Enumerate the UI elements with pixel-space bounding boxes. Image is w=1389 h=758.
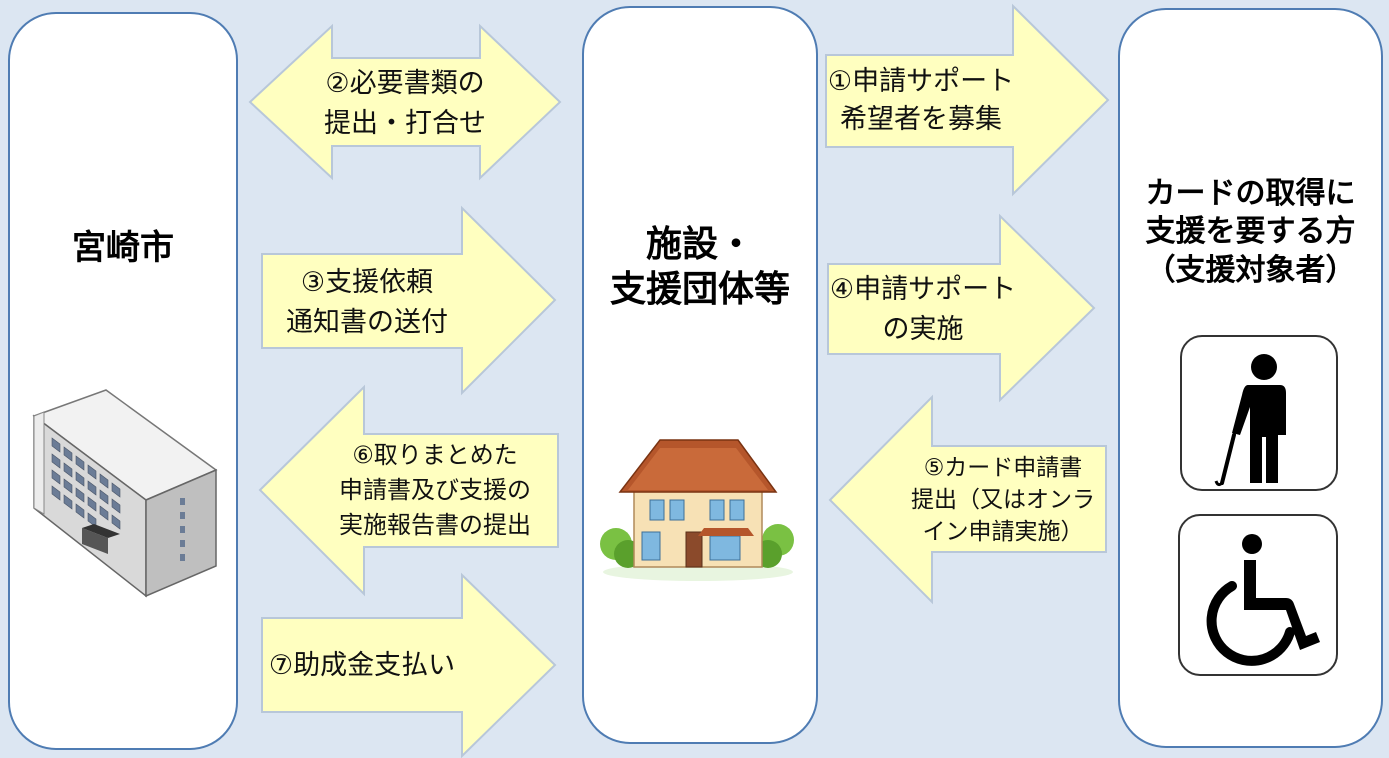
lane-facility-support-groups	[582, 6, 818, 744]
arrow-1-label-line: 希望者を募集	[840, 104, 1002, 135]
arrow-6-label: ⑥取りまとめた 申請書及び支援の 実施報告書の提出	[312, 438, 558, 543]
elderly-person-box	[1180, 335, 1338, 491]
arrow-4-right	[827, 213, 1096, 403]
arrow-1-label: ①申請サポート 希望者を募集	[826, 63, 1016, 139]
arrow-4-label: ④申請サポート の実施	[828, 270, 1018, 350]
arrow-1-right	[825, 3, 1110, 197]
arrow-6-label-line: ⑥取りまとめた	[352, 441, 518, 469]
arrow-2-label-line: ②必要書類の	[325, 68, 485, 99]
arrow-6-label-line: 申請書及び支援の	[339, 476, 531, 504]
lane-miyazaki-city	[8, 12, 238, 750]
arrow-5-label-line: イン申請実施）	[922, 519, 1084, 545]
arrow-4-label-line: の実施	[882, 314, 964, 345]
target-title-line: 支援を要する方	[1145, 214, 1356, 250]
wheelchair-box	[1178, 514, 1338, 676]
house-icon	[600, 439, 794, 581]
arrow-5-left	[828, 394, 1107, 605]
target-title-line: （支援対象者）	[1145, 252, 1356, 288]
elderly-person-with-cane-icon	[1214, 354, 1286, 487]
arrow-7-right	[261, 572, 557, 758]
arrow-3-right	[261, 205, 557, 396]
arrow-6-label-line: 実施報告書の提出	[339, 511, 531, 539]
office-building-icon	[32, 389, 218, 598]
arrow-2-double	[248, 23, 562, 181]
arrow-4-label-line: ④申請サポート	[829, 274, 1017, 305]
wheelchair-accessibility-icon	[1206, 534, 1320, 666]
arrow-3-label-line: ③支援依頼	[300, 267, 434, 298]
arrow-2-label-line: 提出・打合せ	[324, 108, 486, 139]
arrow-7-label: ⑦助成金支払い	[262, 646, 462, 686]
arrow-7-label-line: ⑦助成金支払い	[268, 650, 456, 681]
target-title: カードの取得に 支援を要する方 （支援対象者）	[1118, 175, 1383, 290]
arrow-3-label: ③支援依頼 通知書の送付	[262, 263, 472, 343]
arrow-2-label: ②必要書類の 提出・打合せ	[300, 64, 510, 144]
facility-title-line: 支援団体等	[609, 269, 790, 310]
facility-title-line: 施設・	[645, 224, 754, 265]
arrow-1-label-line: ①申請サポート	[827, 66, 1015, 97]
facility-title: 施設・ 支援団体等	[582, 222, 818, 312]
arrow-5-label-line: 提出（又はオンラ	[911, 487, 1095, 513]
arrow-3-label-line: 通知書の送付	[286, 307, 448, 338]
target-title-line: カードの取得に	[1145, 176, 1356, 211]
arrow-5-label-line: ⑤カード申請書	[923, 455, 1083, 481]
arrow-5-label: ⑤カード申請書 提出（又はオンラ イン申請実施）	[900, 452, 1106, 548]
city-title: 宮崎市	[72, 228, 174, 268]
arrow-6-left	[258, 384, 559, 597]
